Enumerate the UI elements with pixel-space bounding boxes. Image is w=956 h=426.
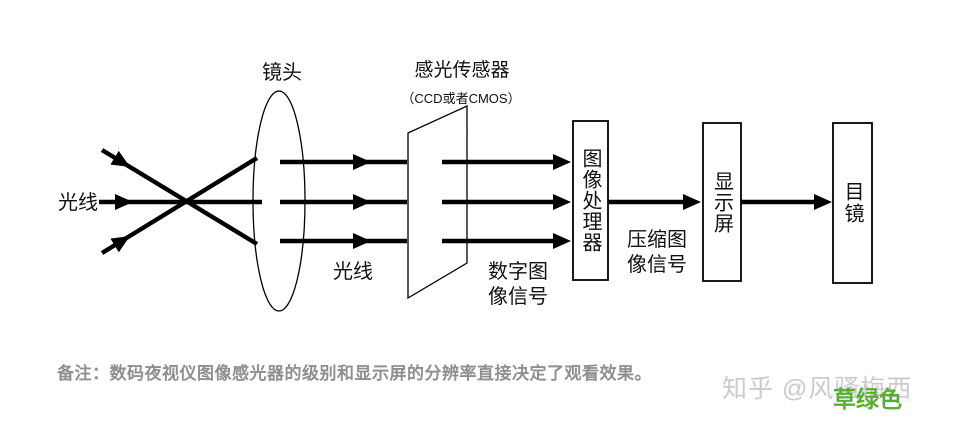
sensor-label: 感光传感器 (414, 60, 510, 81)
sensor-panel (407, 104, 468, 300)
arrowhead-icon (553, 194, 571, 210)
digital-signal-label: 数字图 像信号 (488, 261, 548, 308)
footnote: 备注：数码夜视仪图像感光器的级别和显示屏的分辨率直接决定了观看效果。 (57, 364, 652, 383)
light-input-label: 光线 (58, 192, 98, 214)
arrowhead-icon (553, 154, 571, 170)
display-label: 显示屏 (710, 170, 733, 234)
zhihu-watermark: 知乎 @风骚梅西 (722, 375, 913, 403)
arrowhead-icon (353, 194, 371, 210)
arrowhead-icon (110, 236, 130, 253)
eyepiece-box (832, 122, 873, 284)
compressed-signal-label: 压缩图 像信号 (627, 229, 687, 276)
processor-label: 图像处理器 (579, 148, 601, 253)
eyepiece-label: 目镜 (841, 181, 863, 225)
sensor-sublabel: （CCD或者CMOS） (401, 91, 521, 106)
arrowhead-icon (110, 150, 130, 167)
lens-label: 镜头 (262, 62, 302, 84)
arrowhead-icon (353, 233, 371, 249)
light-mid-label: 光线 (333, 261, 373, 283)
arrowhead-icon (353, 154, 371, 170)
arrowhead-icon (683, 194, 701, 210)
arrowhead-icon (115, 194, 133, 210)
green-overlay-text: 草绿色 (833, 386, 902, 412)
arrowhead-icon (553, 233, 571, 249)
arrowhead-icon (814, 194, 832, 210)
